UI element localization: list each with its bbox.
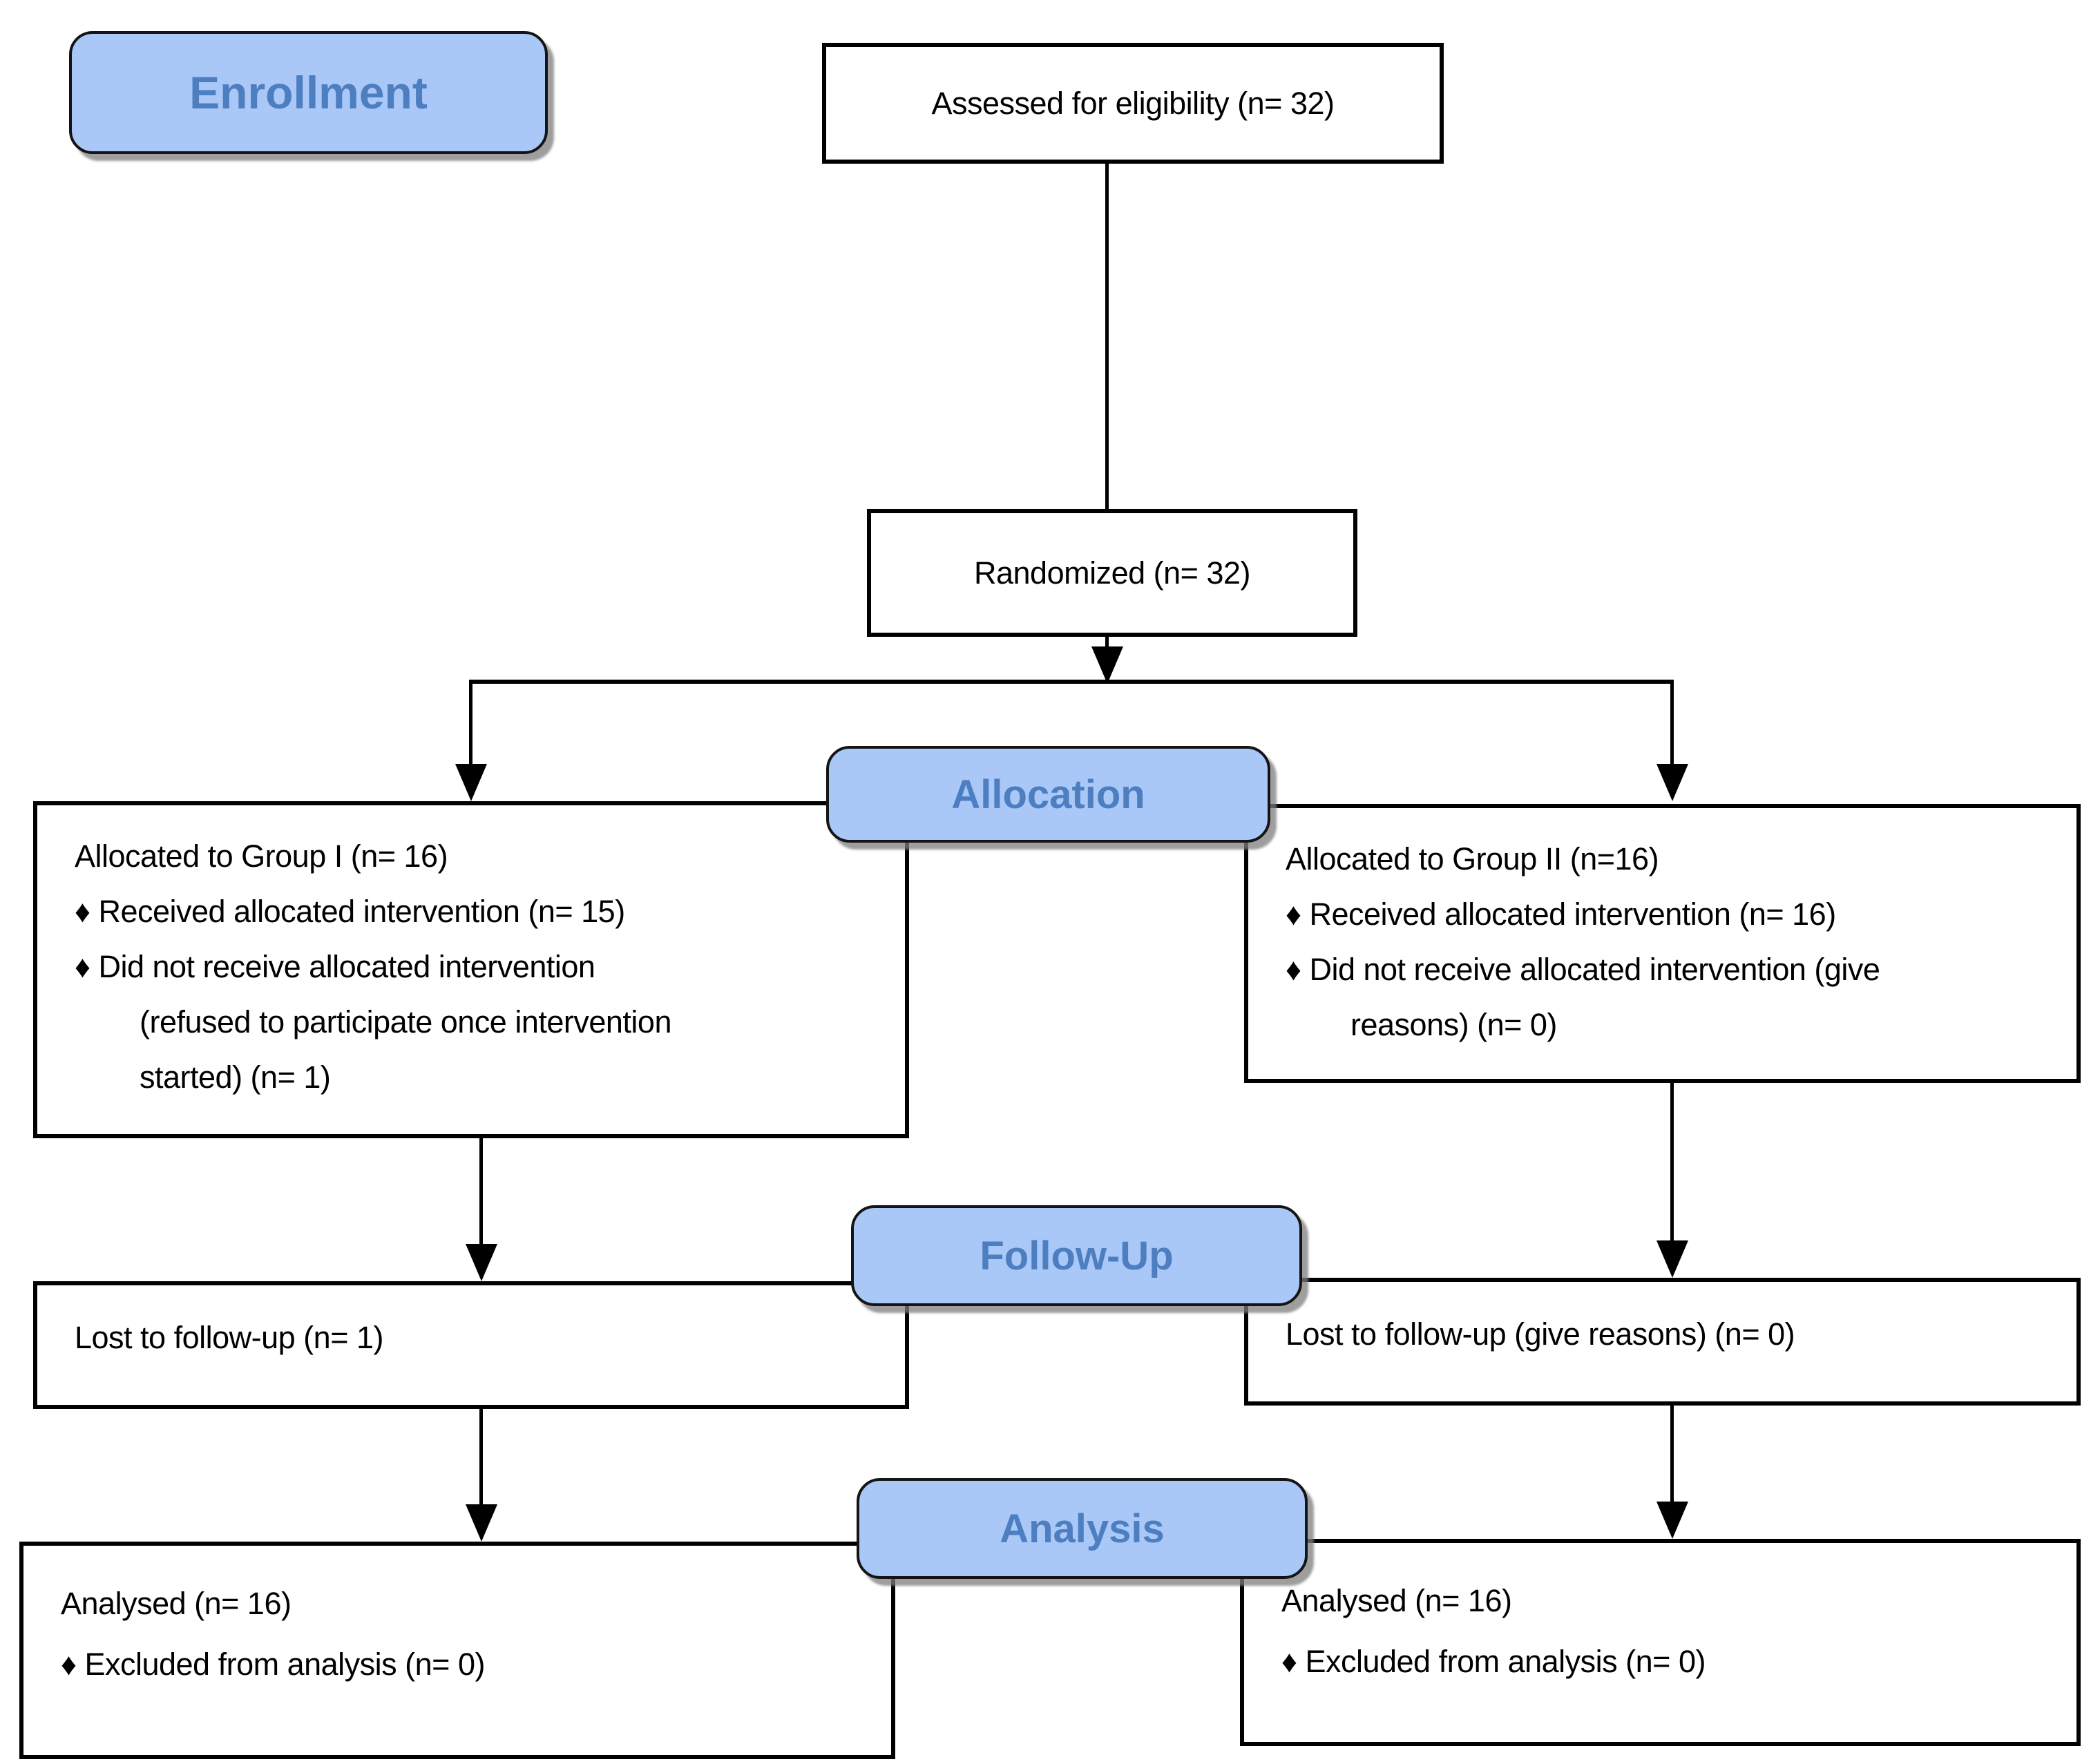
allocated-group2-content: Allocated to Group II (n=16) ♦ Received … [1248, 808, 2076, 1053]
box-randomized: Randomized (n= 32) [867, 509, 1357, 637]
arrowhead-down-icon [1656, 764, 1688, 801]
stage-badge-analysis: Analysis [857, 1478, 1308, 1579]
box-assessed-for-eligibility: Assessed for eligibility (n= 32) [822, 43, 1444, 164]
allocated-group2-bullet: ♦ Did not receive allocated intervention… [1286, 952, 1880, 987]
lost-followup-group1-text: Lost to follow-up (n= 1) [75, 1320, 384, 1355]
arrowhead-down-icon [466, 1504, 497, 1542]
allocated-group1-bullet: ♦ Received allocated intervention (n= 15… [75, 894, 625, 929]
connector-randomized-to-branch [1105, 635, 1109, 651]
arrowhead-down-icon [466, 1244, 497, 1281]
stage-label-analysis: Analysis [1000, 1506, 1165, 1551]
assessed-text: Assessed for eligibility (n= 32) [931, 85, 1335, 121]
box-analysed-group2: Analysed (n= 16) ♦ Excluded from analysi… [1240, 1539, 2081, 1746]
allocated-group1-bullet: ♦ Did not receive allocated intervention [75, 949, 595, 984]
stage-badge-enrollment: Enrollment [69, 31, 548, 154]
arrowhead-down-icon [1656, 1502, 1688, 1539]
connector-group2-to-followup [1670, 1082, 1674, 1242]
allocated-group1-bullet-continuation: started) (n= 1) [140, 1060, 331, 1095]
connector-assessed-to-randomized [1105, 162, 1109, 510]
arrowhead-down-icon [1091, 646, 1123, 684]
stage-label-followup: Follow-Up [980, 1233, 1174, 1278]
allocated-group1-content: Allocated to Group I (n= 16) ♦ Received … [37, 805, 905, 1105]
analysed-group2-bullet: ♦ Excluded from analysis (n= 0) [1281, 1644, 1706, 1679]
allocated-group1-bullet-continuation: (refused to participate once interventio… [140, 1004, 671, 1039]
allocated-group1-title: Allocated to Group I (n= 16) [75, 838, 448, 874]
box-lost-followup-group2: Lost to follow-up (give reasons) (n= 0) [1244, 1278, 2081, 1406]
allocated-group2-bullet-continuation: reasons) (n= 0) [1350, 1007, 1557, 1042]
lost-followup-group1-content: Lost to follow-up (n= 1) [37, 1285, 905, 1365]
connector-group1-to-analysis [479, 1408, 483, 1504]
arrowhead-down-icon [1656, 1240, 1688, 1278]
randomized-text: Randomized (n= 32) [974, 555, 1250, 591]
connector-branch-to-group2 [1670, 680, 1674, 765]
stage-label-allocation: Allocation [951, 771, 1145, 817]
box-analysed-group1: Analysed (n= 16) ♦ Excluded from analysi… [19, 1542, 895, 1759]
analysed-group1-content: Analysed (n= 16) ♦ Excluded from analysi… [23, 1546, 891, 1695]
stage-label-enrollment: Enrollment [189, 67, 428, 118]
allocated-group2-title: Allocated to Group II (n=16) [1286, 841, 1659, 876]
analysed-group2-title: Analysed (n= 16) [1281, 1583, 1512, 1618]
box-allocated-group2: Allocated to Group II (n=16) ♦ Received … [1244, 804, 2081, 1083]
lost-followup-group2-content: Lost to follow-up (give reasons) (n= 0) [1248, 1282, 2076, 1362]
stage-badge-followup: Follow-Up [851, 1205, 1302, 1306]
box-allocated-group1: Allocated to Group I (n= 16) ♦ Received … [33, 801, 909, 1138]
connector-branch-to-group1 [469, 680, 472, 765]
analysed-group1-bullet: ♦ Excluded from analysis (n= 0) [61, 1647, 485, 1682]
arrowhead-down-icon [455, 764, 487, 801]
analysed-group1-title: Analysed (n= 16) [61, 1586, 292, 1621]
box-lost-followup-group1: Lost to follow-up (n= 1) [33, 1281, 909, 1409]
allocated-group2-bullet: ♦ Received allocated intervention (n= 16… [1286, 897, 1836, 932]
connector-group1-to-followup [479, 1137, 483, 1245]
connector-group2-to-analysis [1670, 1404, 1674, 1502]
connector-branch-horizontal [469, 680, 1674, 684]
stage-badge-allocation: Allocation [826, 746, 1270, 843]
lost-followup-group2-text: Lost to follow-up (give reasons) (n= 0) [1286, 1316, 1795, 1352]
analysed-group2-content: Analysed (n= 16) ♦ Excluded from analysi… [1244, 1543, 2076, 1692]
